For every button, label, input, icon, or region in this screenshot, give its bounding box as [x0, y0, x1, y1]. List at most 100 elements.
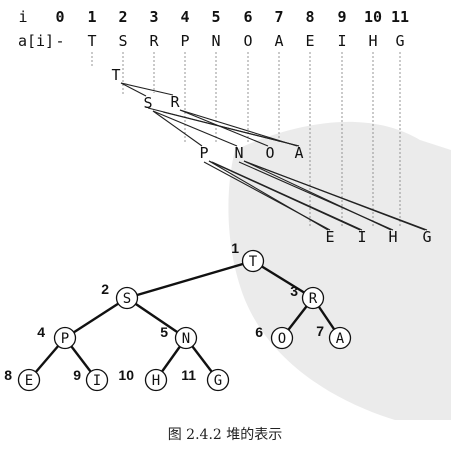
level-3-letter: P: [199, 144, 208, 162]
fan-line: [152, 110, 203, 147]
fan-line: [162, 111, 300, 147]
tree-node-4: P4: [37, 324, 77, 350]
array-index-11: 11: [391, 8, 409, 26]
array-index-2: 2: [118, 8, 127, 26]
array-index-0: 0: [55, 8, 64, 26]
array-value-3: R: [149, 32, 159, 50]
fan-line: [211, 161, 363, 231]
fan-line: [152, 110, 238, 147]
tree-node-6: O6: [255, 324, 294, 350]
tree-edge-2-4: [64, 296, 128, 340]
node-circle: [301, 286, 325, 310]
tree-node-1: T1: [231, 240, 265, 273]
node-letter: I: [93, 373, 101, 389]
array-index-10: 10: [364, 8, 382, 26]
fan-line: [120, 82, 147, 97]
array-index-4: 4: [180, 8, 189, 26]
tree-node-3: R3: [290, 283, 325, 310]
array-value-7: A: [274, 32, 283, 50]
fan-line: [179, 109, 298, 147]
node-letter: N: [182, 331, 190, 347]
fan-line: [203, 161, 331, 231]
fan-line: [120, 82, 174, 96]
tree-node-8: E8: [4, 367, 41, 392]
fan-line: [245, 161, 428, 231]
array-value-2: S: [118, 32, 127, 50]
tree-node-2: S2: [101, 281, 139, 310]
level-2-letter: S: [143, 94, 152, 112]
node-circle: [174, 326, 198, 350]
figure-caption: 图 2.4.2 堆的表示: [168, 427, 283, 443]
node-circle: [270, 326, 294, 350]
tree-node-7: A7: [316, 323, 352, 350]
node-circle: [144, 368, 168, 392]
level-3-letter: N: [234, 144, 243, 162]
array-index-7: 7: [274, 8, 283, 26]
fan-lines: [120, 82, 428, 231]
array-index-3: 3: [149, 8, 158, 26]
node-letter: A: [336, 331, 345, 347]
level-4-letter: H: [388, 228, 397, 246]
node-circle: [115, 286, 139, 310]
tree-edge-1-2: [126, 259, 254, 300]
node-circle: [206, 368, 230, 392]
node-index: 2: [101, 281, 109, 297]
array-value-6: O: [243, 32, 252, 50]
tree-edge-1-3: [252, 259, 314, 300]
fan-line: [179, 109, 269, 147]
value-row-label: a[i]: [18, 32, 54, 50]
tree-node-9: I9: [73, 367, 109, 392]
level-4-letter: G: [422, 228, 431, 246]
index-row-label: i: [18, 8, 27, 26]
level-2-letter: R: [170, 93, 180, 111]
node-index: 10: [118, 367, 134, 383]
array-value-8: E: [305, 32, 314, 50]
level-3-letter: O: [265, 144, 274, 162]
node-circle: [241, 249, 265, 273]
guide-lines: [91, 52, 401, 228]
level-4-letter: I: [357, 228, 366, 246]
node-index: 11: [181, 367, 196, 383]
level-4-letter: E: [325, 228, 334, 246]
fan-line: [238, 161, 394, 231]
array-value-1: T: [87, 32, 96, 50]
watermark-shape: [228, 121, 451, 421]
node-index: 1: [231, 240, 239, 256]
tree-node-5: N5: [160, 324, 198, 350]
node-letter: P: [61, 331, 69, 347]
node-index: 5: [160, 324, 168, 340]
array-value-9: I: [337, 32, 346, 50]
node-index: 8: [4, 367, 12, 383]
node-letter: S: [123, 291, 131, 307]
node-letter: H: [152, 373, 160, 389]
node-index: 3: [290, 283, 298, 299]
node-letter: R: [309, 291, 318, 307]
node-letter: E: [25, 373, 33, 389]
tree-node-10: H 10: [118, 367, 168, 392]
array-value-11: G: [395, 32, 404, 50]
tree-edge-2-5: [126, 297, 187, 339]
level-3-letter: A: [294, 144, 303, 162]
array-index-1: 1: [87, 8, 96, 26]
node-letter: G: [214, 373, 222, 389]
array-index-9: 9: [337, 8, 346, 26]
tree-node-11: G 11: [181, 367, 230, 392]
array-index-6: 6: [243, 8, 252, 26]
node-circle: [53, 326, 77, 350]
node-letter: T: [249, 254, 258, 270]
node-letter: O: [278, 331, 286, 347]
array-index-8: 8: [305, 8, 314, 26]
array-value-4: P: [180, 32, 189, 50]
node-index: 7: [316, 323, 324, 339]
node-circle: [328, 326, 352, 350]
level-1-letter: T: [111, 66, 120, 84]
node-index: 6: [255, 324, 263, 340]
node-index: 4: [37, 324, 45, 340]
array-value-5: N: [211, 32, 220, 50]
node-circle: [85, 368, 109, 392]
array-value-0: -: [55, 32, 64, 50]
